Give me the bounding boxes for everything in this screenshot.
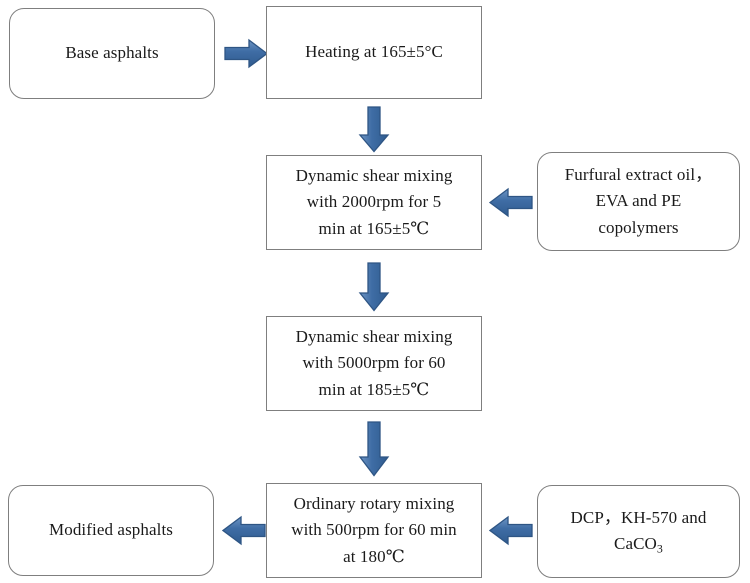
node-heating-label: Heating at 165±5°C [305, 42, 443, 62]
node-dynamic-shear-5000rpm: Dynamic shear mixing with 5000rpm for 60… [266, 316, 482, 411]
node-additives-furfural: Furfural extract oil， EVA and PE copolym… [537, 152, 740, 251]
node-dynamic-shear-2000rpm: Dynamic shear mixing with 2000rpm for 5 … [266, 155, 482, 250]
node-ordinary-rotary-mixing-label: Ordinary rotary mixing with 500rpm for 6… [291, 493, 457, 566]
node-base-asphalts-label: Base asphalts [65, 43, 159, 63]
node-heating: Heating at 165±5°C [266, 6, 482, 99]
node-additives-dcp-label: DCP，KH-570 and CaCO3 [565, 505, 713, 558]
node-ordinary-rotary-mixing: Ordinary rotary mixing with 500rpm for 6… [266, 483, 482, 578]
node-modified-asphalts-label: Modified asphalts [49, 520, 173, 540]
node-additives-dcp: DCP，KH-570 and CaCO3 [537, 485, 740, 578]
arrow-shear2000-to-shear5000 [358, 262, 390, 312]
node-dynamic-shear-5000rpm-label: Dynamic shear mixing with 5000rpm for 60… [295, 326, 453, 399]
node-base-asphalts: Base asphalts [9, 8, 215, 99]
node-additives-furfural-label: Furfural extract oil， EVA and PE copolym… [564, 164, 713, 237]
arrow-heating-to-shear2000 [358, 106, 390, 153]
arrow-dcp-to-rotary [489, 515, 533, 546]
node-additives-dcp-main: DCP，KH-570 and CaCO [570, 507, 707, 554]
node-additives-dcp-subscript: 3 [656, 541, 663, 556]
arrow-base-to-heating [224, 38, 268, 69]
node-dynamic-shear-2000rpm-label: Dynamic shear mixing with 2000rpm for 5 … [295, 165, 453, 238]
node-modified-asphalts: Modified asphalts [8, 485, 214, 576]
arrow-rotary-to-modified [222, 515, 266, 546]
arrow-furfural-to-shear2000 [489, 187, 533, 218]
arrow-shear5000-to-rotary [358, 421, 390, 477]
